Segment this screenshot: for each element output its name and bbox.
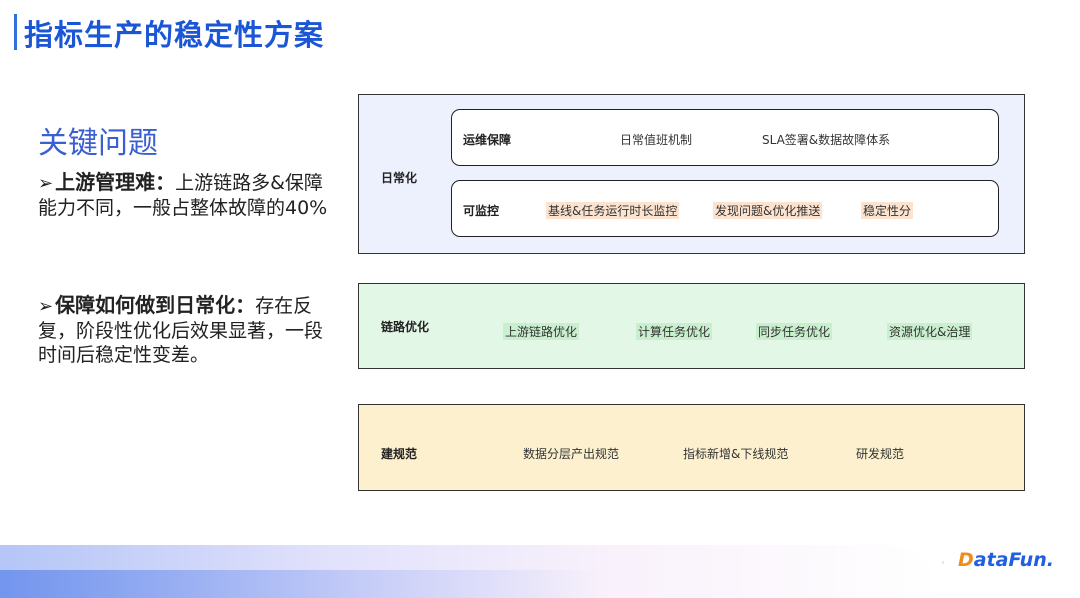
arrow-bullet-icon: ➢ [38, 173, 54, 194]
datafun-logo: DataFun. [958, 549, 1054, 571]
norms-item: 研发规范 [856, 447, 905, 461]
logo-letter: D [958, 549, 974, 571]
key-issues-heading: 关键问题 [38, 126, 158, 161]
monitoring-box: 可监控 基线&任务运行时长监控 发现问题&优化推送 稳定性分 [451, 180, 999, 237]
ops-guarantee-box: 运维保障 日常值班机制 SLA签署&数据故障体系 [451, 109, 999, 166]
norms-panel: 建规范 数据分层产出规范 指标新增&下线规范 研发规范 [358, 404, 1025, 491]
issue-text: 上游链路多&保障能力不同，一般占整体故障的40% [38, 172, 328, 219]
footer-wave-decoration [0, 570, 600, 598]
link-item: 上游链路优化 [503, 323, 580, 340]
daily-panel: 日常化 运维保障 日常值班机制 SLA签署&数据故障体系 可监控 基线&任务运行… [358, 94, 1025, 254]
issue-text: 存在反复，阶段性优化后效果显著，一段时间后稳定性变差。 [38, 295, 324, 366]
issue-title: 上游管理难： [55, 170, 176, 194]
norms-label: 建规范 [381, 447, 418, 461]
issue-title: 保障如何做到日常化： [55, 293, 256, 317]
issue-item: ➢上游管理难：上游链路多&保障能力不同，一般占整体故障的40% [38, 170, 338, 220]
monitoring-item: 发现问题&优化推送 [713, 202, 823, 219]
ops-item: 日常值班机制 [620, 133, 693, 147]
link-item: 同步任务优化 [756, 323, 833, 340]
logo-word: ataFun. [973, 549, 1054, 571]
norms-item: 数据分层产出规范 [523, 447, 620, 461]
ops-item: SLA签署&数据故障体系 [762, 133, 891, 147]
monitoring-item: 基线&任务运行时长监控 [546, 202, 680, 219]
page-title: 指标生产的稳定性方案 [24, 18, 325, 52]
arrow-bullet-icon: ➢ [38, 296, 54, 317]
datafun-dots-icon [942, 561, 944, 565]
daily-panel-label: 日常化 [381, 171, 418, 185]
title-accent-bar [14, 14, 17, 50]
link-item: 计算任务优化 [636, 323, 713, 340]
monitoring-item: 稳定性分 [861, 202, 914, 219]
issue-item: ➢保障如何做到日常化：存在反复，阶段性优化后效果显著，一段时间后稳定性变差。 [38, 293, 338, 367]
monitoring-label: 可监控 [463, 204, 500, 218]
ops-guarantee-label: 运维保障 [463, 133, 512, 147]
link-item: 资源优化&治理 [887, 323, 973, 340]
norms-item: 指标新增&下线规范 [683, 447, 789, 461]
link-optimization-label: 链路优化 [381, 320, 430, 334]
link-optimization-panel: 链路优化 上游链路优化 计算任务优化 同步任务优化 资源优化&治理 [358, 283, 1025, 369]
